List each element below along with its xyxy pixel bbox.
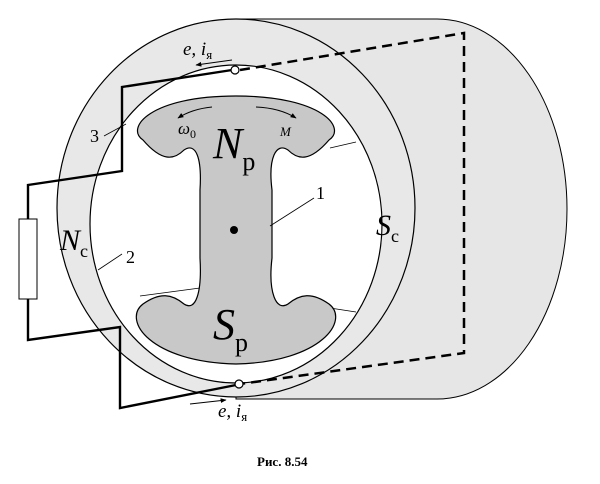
terminal-bottom	[234, 379, 244, 389]
rotation-arrow-right	[255, 106, 297, 119]
rear-conductor-dashed	[239, 31, 466, 386]
external-circuit-wire	[26, 299, 237, 410]
external-circuit-wire	[26, 68, 233, 219]
current-arrow-bottom	[189, 398, 227, 405]
figure-caption: Рис. 8.54	[257, 454, 308, 469]
part-number-3: 3	[90, 126, 99, 146]
leader-1	[269, 197, 315, 227]
rotor-shaft-line	[329, 307, 357, 313]
part-number-2: 2	[126, 247, 135, 267]
load-resistor	[18, 218, 38, 300]
terminal-top	[230, 65, 240, 75]
leader-3	[103, 123, 127, 137]
emf-label-top: e, iя	[183, 39, 212, 62]
stator-north-label: Nc	[59, 224, 88, 261]
rotor-shaft-line	[329, 141, 357, 149]
stator-south-label: Sc	[376, 209, 399, 246]
rotation-arrow-left	[177, 106, 213, 119]
rotor-axis-dot	[230, 226, 238, 234]
rotor-south-label: Sp	[213, 300, 248, 357]
leader-2	[97, 253, 123, 271]
part-number-1: 1	[316, 183, 325, 203]
rotor-north-label: Np	[212, 119, 255, 176]
emf-label-bottom: e, iя	[218, 401, 247, 424]
torque-label: M	[279, 124, 292, 139]
rotor-shaft-line	[139, 287, 201, 297]
omega-label: ω0	[178, 119, 196, 141]
current-arrow-top	[195, 59, 233, 67]
